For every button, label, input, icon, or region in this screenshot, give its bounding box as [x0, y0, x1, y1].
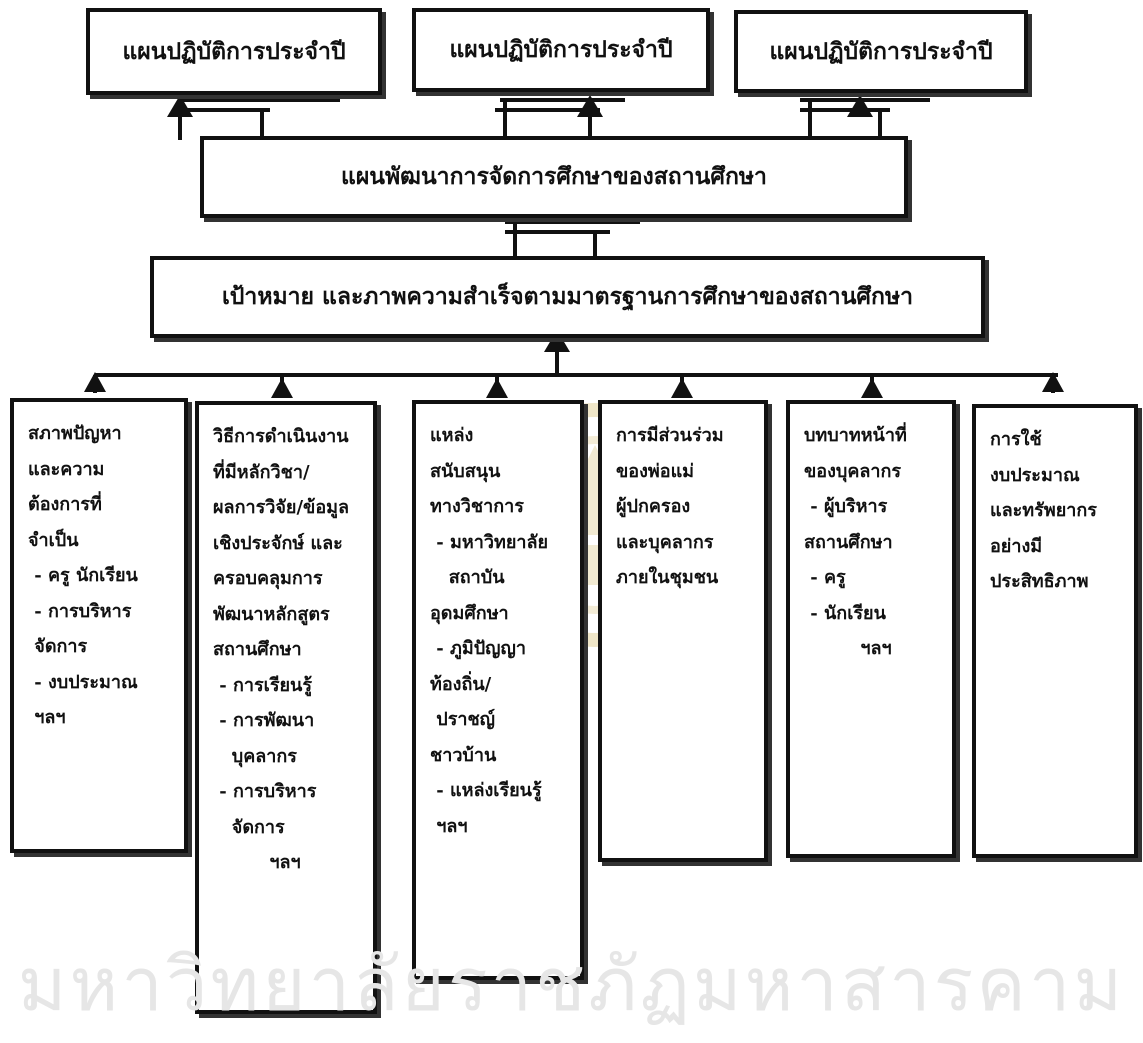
- factor-lines: บทบาทหน้าที่ของบุคลากร - ผู้บริหารสถานศึ…: [804, 418, 946, 667]
- annual-plan-box-1: แผนปฏิบัติการประจำปี: [86, 8, 382, 95]
- factor-line: ประสิทธิภาพ: [990, 571, 1089, 592]
- factor-line: ฯลฯ: [430, 815, 468, 837]
- factor-box-roles: บทบาทหน้าที่ของบุคลากร - ผู้บริหารสถานศึ…: [786, 400, 956, 858]
- factor-lines: การมีส่วนร่วมของพ่อแม่ผู้ปกครองและบุคลาก…: [616, 418, 758, 596]
- factor-line: - การบริหาร: [28, 600, 132, 622]
- factor-line: - ภูมิปัญญา: [430, 638, 526, 659]
- factor-line: พัฒนาหลักสูตร: [213, 603, 330, 625]
- factor-line: งบประมาณ: [990, 464, 1080, 486]
- factor-line: สภาพปัญหา: [28, 423, 122, 444]
- factor-line: ผลการวิจัย/ข้อมูล: [213, 497, 350, 518]
- factor-line: ต้องการที่: [28, 494, 102, 515]
- factor-line: สถาบัน: [430, 567, 505, 588]
- goals-label: เป้าหมาย และภาพความสำเร็จตามมาตรฐานการศึ…: [221, 283, 914, 310]
- factor-line: ผู้ปกครอง: [616, 496, 691, 517]
- factor-line: การใช้: [990, 429, 1042, 450]
- factor-line: - การบริหาร: [213, 781, 317, 802]
- connector-lines: [84, 95, 1064, 398]
- factor-box-methods: วิธีการดำเนินงานที่มีหลักวิชา/ผลการวิจัย…: [195, 401, 377, 1014]
- factor-line: สถานศึกษา: [804, 531, 893, 553]
- factor-line: - การเรียนรู้: [213, 674, 313, 696]
- factor-line: ครอบคลุมการ: [213, 568, 323, 589]
- factor-line: และบุคลากร: [616, 531, 714, 553]
- factor-line: ท้องถิ่น/: [430, 673, 492, 695]
- annual-plan-label: แผนปฏิบัติการประจำปี: [449, 36, 673, 63]
- factor-line: ฯลฯ: [28, 707, 66, 728]
- factor-line: แหล่ง: [430, 425, 474, 446]
- factor-line: - ครู นักเรียน: [28, 565, 138, 586]
- annual-plan-label: แผนปฏิบัติการประจำปี: [122, 37, 346, 65]
- factor-line: จัดการ: [213, 816, 285, 838]
- factor-line: บทบาทหน้าที่: [804, 425, 907, 446]
- factor-line: ฯลฯ: [213, 852, 301, 873]
- factor-line: สถานศึกษา: [213, 639, 302, 660]
- planning-diagram: แผนปฏิบัติการประจำปี แผนปฏิบัติการประจำป…: [10, 8, 1138, 1028]
- factor-line: จำเป็น: [28, 529, 79, 551]
- factor-line: - มหาวิทยาลัย: [430, 531, 549, 553]
- factor-line: ที่มีหลักวิชา/: [213, 461, 310, 483]
- factor-line: สนับสนุน: [430, 460, 501, 482]
- factor-lines: สภาพปัญหาและความต้องการที่จำเป็น - ครู น…: [28, 416, 178, 736]
- factor-line: บุคลากร: [213, 745, 297, 767]
- factor-line: ของบุคลากร: [804, 460, 902, 482]
- factor-line: และความ: [28, 458, 105, 480]
- factor-line: เชิงประจักษ์ และ: [213, 532, 343, 554]
- factor-box-participation: การมีส่วนร่วมของพ่อแม่ผู้ปกครองและบุคลาก…: [598, 400, 768, 862]
- development-plan-box: แผนพัฒนาการจัดการศึกษาของสถานศึกษา: [200, 136, 908, 218]
- factor-line: ของพ่อแม่: [616, 460, 695, 482]
- annual-plan-label: แผนปฏิบัติการประจำปี: [769, 37, 993, 65]
- factor-line: ชาวบ้าน: [430, 744, 497, 766]
- factor-line: และทรัพยากร: [990, 500, 1097, 521]
- factor-line: ทางวิชาการ: [430, 496, 524, 517]
- factor-line: จัดการ: [28, 636, 88, 657]
- factor-box-budget: การใช้งบประมาณและทรัพยากรอย่างมีประสิทธิ…: [972, 404, 1138, 858]
- university-name-watermark: มหาวิทยาลัยราชภัฏมหาสารคาม: [17, 942, 1126, 1028]
- factor-line: อย่างมี: [990, 535, 1043, 557]
- factor-box-needs: สภาพปัญหาและความต้องการที่จำเป็น - ครู น…: [10, 398, 188, 853]
- factor-line: ปราชญ์: [430, 709, 496, 730]
- factor-line: - การพัฒนา: [213, 710, 315, 731]
- factor-line: อุดมศึกษา: [430, 602, 509, 624]
- factor-box-academic-support: แหล่งสนับสนุนทางวิชาการ - มหาวิทยาลัย สถ…: [412, 400, 584, 980]
- factor-line: วิธีการดำเนินงาน: [213, 426, 349, 447]
- factor-line: - งบประมาณ: [28, 671, 138, 693]
- factor-line: - ผู้บริหาร: [804, 496, 888, 517]
- factor-lines: วิธีการดำเนินงานที่มีหลักวิชา/ผลการวิจัย…: [213, 419, 367, 881]
- factor-line: การมีส่วนร่วม: [616, 425, 724, 446]
- factor-line: - แหล่งเรียนรู้: [430, 780, 542, 801]
- factor-line: - ครู: [804, 567, 846, 588]
- goals-box: เป้าหมาย และภาพความสำเร็จตามมาตรฐานการศึ…: [150, 256, 985, 338]
- annual-plan-box-2: แผนปฏิบัติการประจำปี: [412, 8, 710, 92]
- factor-line: ฯลฯ: [804, 638, 892, 659]
- development-plan-label: แผนพัฒนาการจัดการศึกษาของสถานศึกษา: [341, 163, 767, 190]
- factor-lines: การใช้งบประมาณและทรัพยากรอย่างมีประสิทธิ…: [990, 422, 1128, 600]
- annual-plan-box-3: แผนปฏิบัติการประจำปี: [734, 10, 1028, 93]
- factor-line: - นักเรียน: [804, 602, 886, 624]
- factor-line: ภายในชุมชน: [616, 567, 719, 588]
- factor-lines: แหล่งสนับสนุนทางวิชาการ - มหาวิทยาลัย สถ…: [430, 418, 574, 844]
